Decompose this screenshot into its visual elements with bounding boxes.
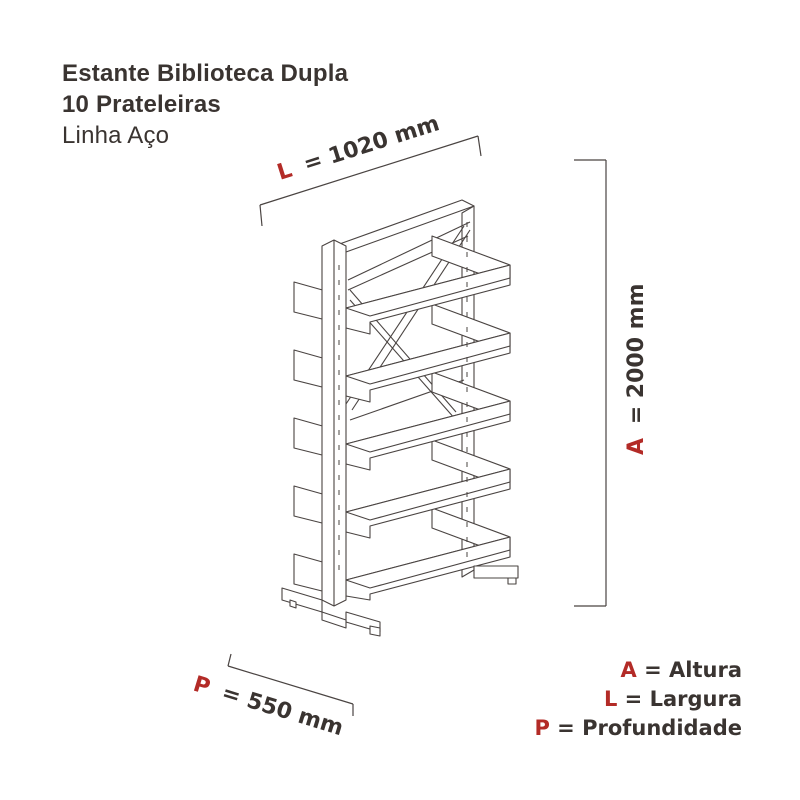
width-label: L = 1020 mm [274,111,442,186]
base-feet [281,565,519,637]
title-line-2: 10 Prateleiras [62,91,221,118]
height-dimension-line [574,159,607,607]
title-block: Estante Biblioteca Dupla 10 Prateleiras … [62,58,348,151]
title-line-3: Linha Aço [62,122,170,149]
height-label: A = 2000 mm [624,283,649,455]
legend-text: = Altura [644,658,742,682]
height-value: = 2000 mm [624,283,649,424]
legend-key: P [534,716,550,740]
depth-label: P = 550 mm [190,672,346,741]
front-shelves [345,264,511,601]
legend-key: A [620,658,637,682]
depth-dimension-line [227,653,354,716]
depth-key: P [190,672,213,701]
width-value: = 1020 mm [301,111,443,177]
legend-text: = Profundidade [557,716,742,740]
depth-value: = 550 mm [219,681,346,742]
legend-row-largura: L = Largura [534,685,742,714]
title-line-1: Estante Biblioteca Dupla [62,60,349,87]
left-shelf-panels [293,281,327,593]
legend-row-altura: A = Altura [534,656,742,685]
height-key: A [624,438,649,455]
legend-text: = Largura [624,687,742,711]
legend: A = Altura L = Largura P = Profundidade [534,656,742,743]
legend-key: L [603,687,618,711]
legend-row-profundidade: P = Profundidade [534,714,742,743]
bookshelf-illustration [281,199,519,637]
width-key: L [274,158,295,186]
width-dimension-line [259,135,482,227]
